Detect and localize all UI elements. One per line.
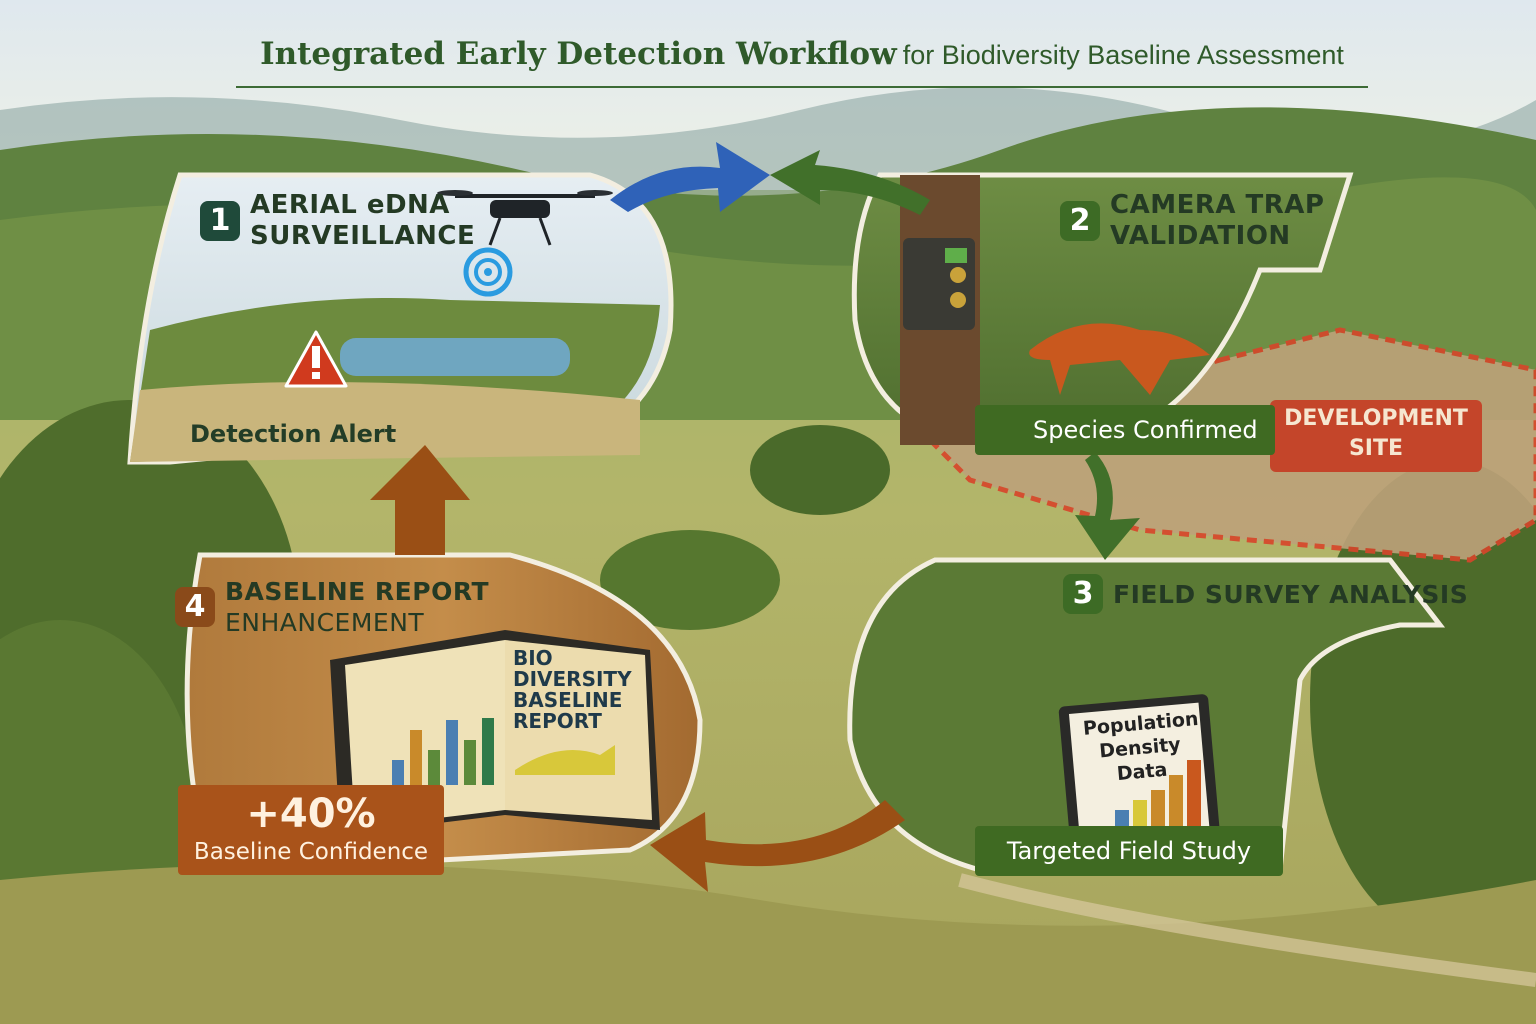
development-site-area [1270,400,1482,472]
step-2-caption: Species Confirmed [1033,416,1258,444]
arrow-connector [770,150,930,215]
targeted-field-study-badge: Targeted Field Study [975,826,1283,876]
arrow-4-to-1 [370,445,470,555]
step-4-title-line1: BASELINE REPORT [225,577,490,606]
step-4-title-line2: ENHANCEMENT [225,608,425,637]
step-2-header: 2 CAMERA TRAP VALIDATION [1060,190,1324,252]
step-4-header: 4 BASELINE REPORT ENHANCEMENT [175,576,489,638]
report-book-icon [330,630,660,835]
report-line4: REPORT [513,709,602,733]
baseline-confidence-badge: +40% Baseline Confidence [178,785,444,875]
step-1-title-line1: AERIAL eDNA [250,190,450,220]
step-1-header: 1 AERIAL eDNA SURVEILLANCE [200,190,475,252]
report-line3: BASELINE [513,688,623,712]
step-1-title-line2: SURVEILLANCE [250,221,476,251]
camera-trap-icon [903,238,975,330]
alert-icon [284,330,348,388]
species-confirmed-badge: Species Confirmed [975,405,1275,455]
metric-label: Baseline Confidence [193,839,429,865]
development-site-line2: SITE [1348,436,1404,461]
step-2-number: 2 [1060,201,1100,241]
development-site-line1: DEVELOPMENT [1284,406,1468,431]
step-1-number: 1 [200,201,240,241]
title-sub: for Biodiversity Baseline Assessment [902,40,1344,70]
drone-icon [437,190,613,246]
title-main: Integrated Early Detection Workflow [260,36,897,72]
step-3-header: 3 FIELD SURVEY ANALYSIS [1063,574,1468,614]
report-line2: DIVERSITY [513,667,632,691]
clipboard-line2: Density [1098,733,1182,763]
arrow-1-to-2 [610,142,770,212]
arrow-2-to-3 [1075,452,1140,560]
signal-icon [463,247,513,297]
clipboard-text: Population Density Data [1082,707,1199,788]
report-line1: BIO [513,646,553,670]
step-3-title: FIELD SURVEY ANALYSIS [1113,579,1469,609]
step-2-title-line2: VALIDATION [1110,221,1291,251]
step-3-number: 3 [1063,574,1103,614]
step-2-title-line1: CAMERA TRAP [1110,190,1325,220]
step-4-number: 4 [175,587,215,627]
clipboard-icon [1058,694,1222,866]
step-1-caption: Detection Alert [190,420,397,448]
metric-value: +40% [246,791,376,837]
report-book-text: BIO DIVERSITY BASELINE REPORT [513,648,632,732]
step-3-caption: Targeted Field Study [1006,837,1252,865]
development-site-label: DEVELOPMENT SITE [1270,404,1482,468]
clipboard-line3: Data [1115,758,1169,786]
arrow-3-to-4 [650,800,905,892]
